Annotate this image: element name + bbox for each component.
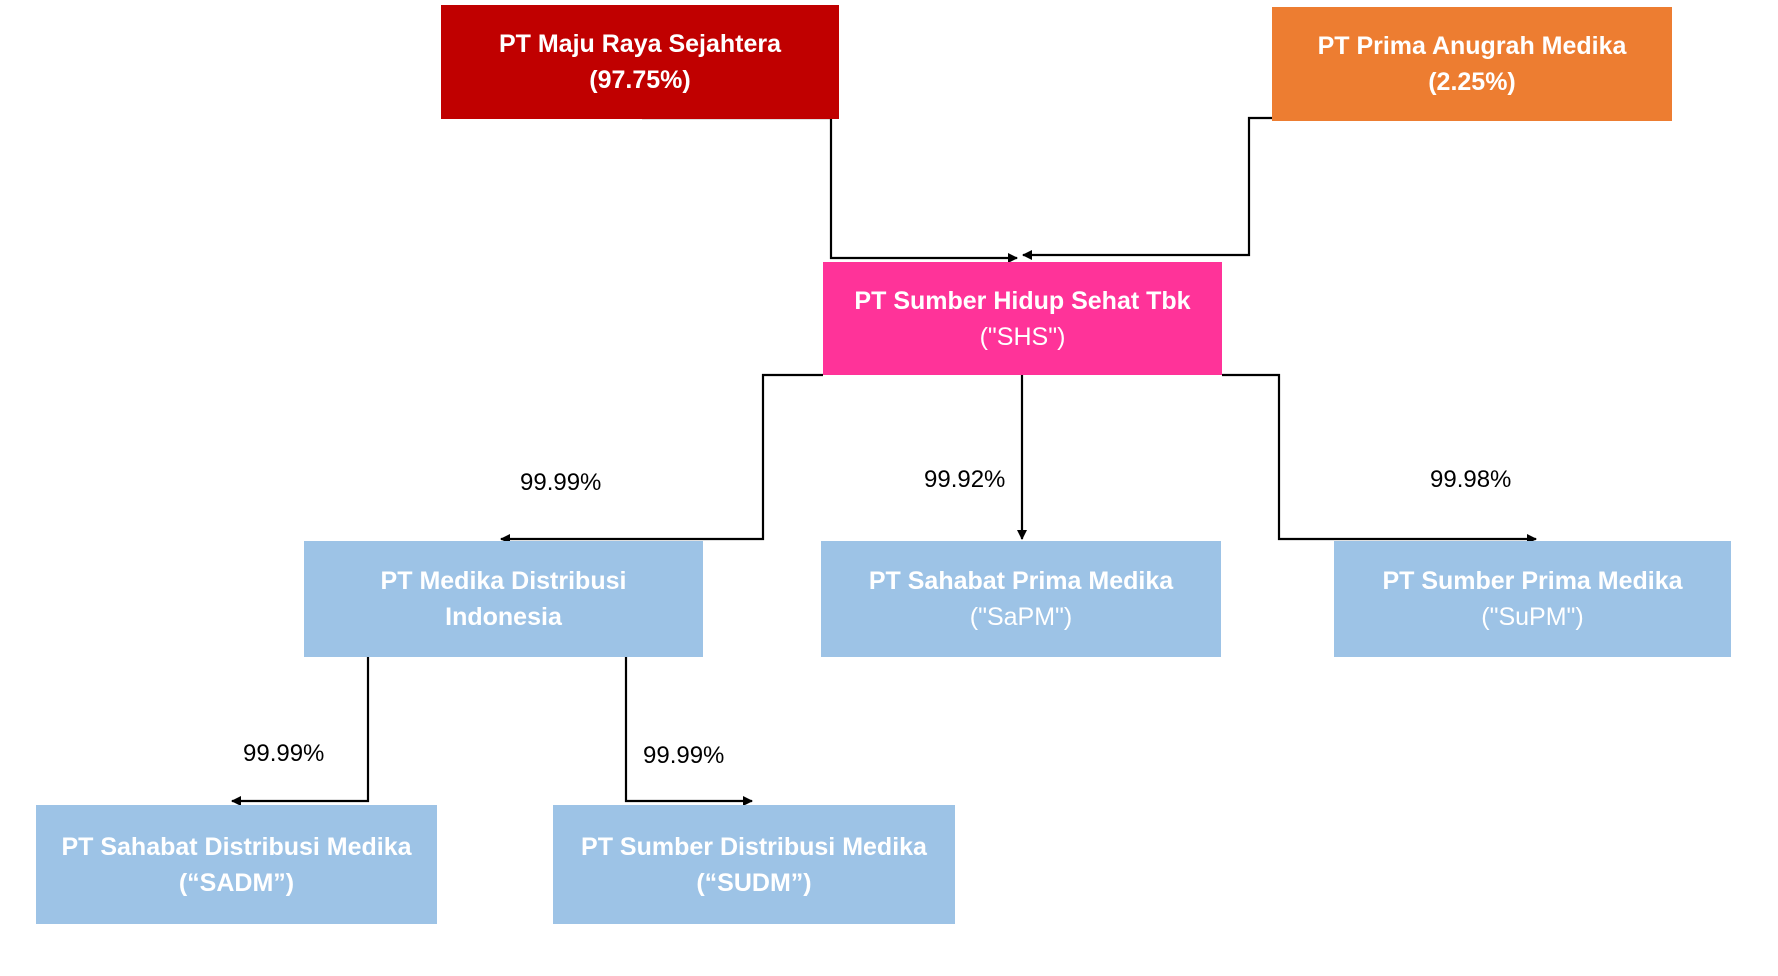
node-name: PT Sumber Distribusi Medika	[581, 832, 927, 861]
node-sahabat-distribusi-medika: PT Sahabat Distribusi Medika (“SADM”)	[36, 805, 437, 924]
connector-shs-to-supm	[1222, 373, 1537, 544]
node-name: PT Prima Anugrah Medika	[1317, 32, 1627, 60]
node-sumber-prima-medika: PT Sumber Prima Medika ("SuPM")	[1334, 541, 1731, 657]
node-abbreviation: ("SuPM")	[1481, 603, 1584, 631]
node-sumber-hidup-sehat: PT Sumber Hidup Sehat Tbk ("SHS")	[823, 262, 1222, 375]
connector-mdi-to-sudm	[624, 657, 753, 806]
node-name: PT Sahabat Distribusi Medika	[61, 832, 412, 861]
node-abbreviation: ("SHS")	[979, 322, 1066, 351]
ownership-label-sudm: 99.99%	[643, 742, 725, 769]
node-abbreviation: ("SaPM")	[969, 603, 1073, 631]
node-name: PT Sumber Prima Medika	[1382, 567, 1683, 595]
node-medika-distribusi-indonesia: PT Medika Distribusi Indonesia	[304, 541, 703, 657]
connector-pam-to-shs	[1022, 116, 1474, 260]
node-name-line2: Indonesia	[445, 603, 562, 631]
node-share: (2.25%)	[1428, 68, 1516, 96]
node-name: PT Medika Distribusi	[380, 567, 627, 595]
node-abbreviation: (“SADM”)	[178, 868, 295, 897]
node-maju-raya-sejahtera: PT Maju Raya Sejahtera (97.75%)	[441, 5, 839, 119]
node-name: PT Sahabat Prima Medika	[868, 567, 1174, 595]
connector-mdi-to-sadm	[231, 657, 370, 806]
ownership-label-sapm: 99.92%	[924, 466, 1006, 493]
node-abbreviation: (“SUDM”)	[696, 868, 812, 897]
ownership-label-mdi: 99.99%	[520, 469, 602, 496]
node-name: PT Sumber Hidup Sehat Tbk	[854, 286, 1191, 315]
node-name: PT Maju Raya Sejahtera	[498, 30, 782, 58]
node-prima-anugrah-medika: PT Prima Anugrah Medika (2.25%)	[1272, 7, 1672, 121]
node-sahabat-prima-medika: PT Sahabat Prima Medika ("SaPM")	[821, 541, 1221, 657]
connector-shs-to-mdi	[500, 373, 823, 544]
ownership-label-sadm: 99.99%	[243, 740, 325, 767]
ownership-label-supm: 99.98%	[1430, 466, 1512, 493]
node-sumber-distribusi-medika: PT Sumber Distribusi Medika (“SUDM”)	[553, 805, 955, 924]
node-share: (97.75%)	[589, 66, 691, 94]
connector-mrs-to-shs	[642, 116, 1018, 263]
